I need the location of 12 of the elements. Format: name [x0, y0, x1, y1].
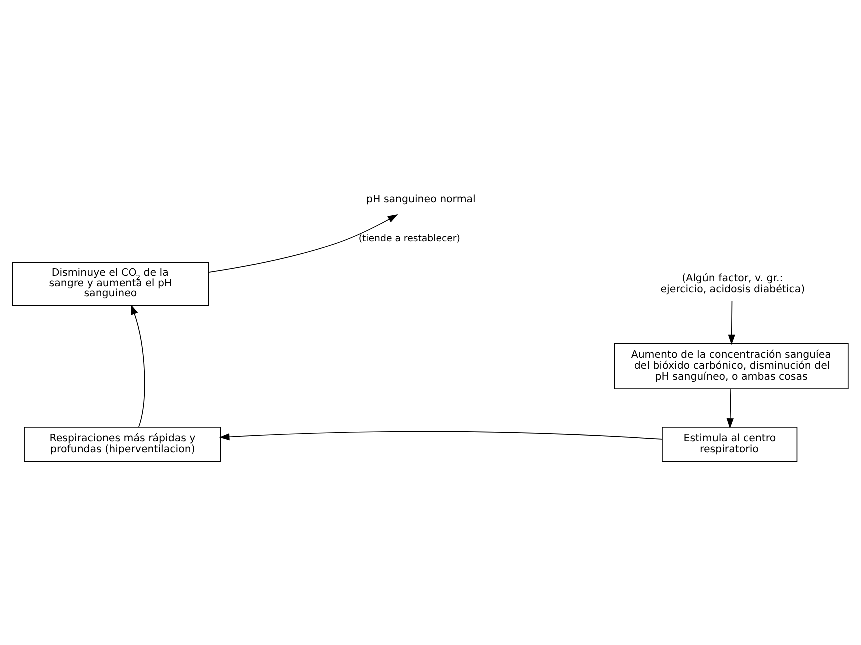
node-box: Respiraciones más rápidas y profundas (hiperventilacion) — [24, 426, 222, 462]
node-text: pH sanguineo normal — [366, 194, 476, 205]
node-box: Estimula al centro respiratorio — [662, 426, 798, 462]
arrow — [208, 214, 398, 272]
edge-label: (tiende a restablecer) — [358, 232, 460, 244]
arrow — [728, 300, 736, 345]
arrow — [219, 430, 663, 440]
node-box: Aumento de la concentración sanguíea del bióxido carbónico, disminución del pH sanguíneo, o ambas cosas — [614, 342, 849, 390]
arrow — [131, 304, 146, 428]
node-text: (Algún factor, v. gr.: ejercicio, acidosis diabética) — [660, 272, 806, 295]
arrow — [726, 388, 734, 428]
node-box: Disminuye el CO$_{2}$ de la sangre y aumenta el pH sanguineo — [12, 262, 210, 306]
